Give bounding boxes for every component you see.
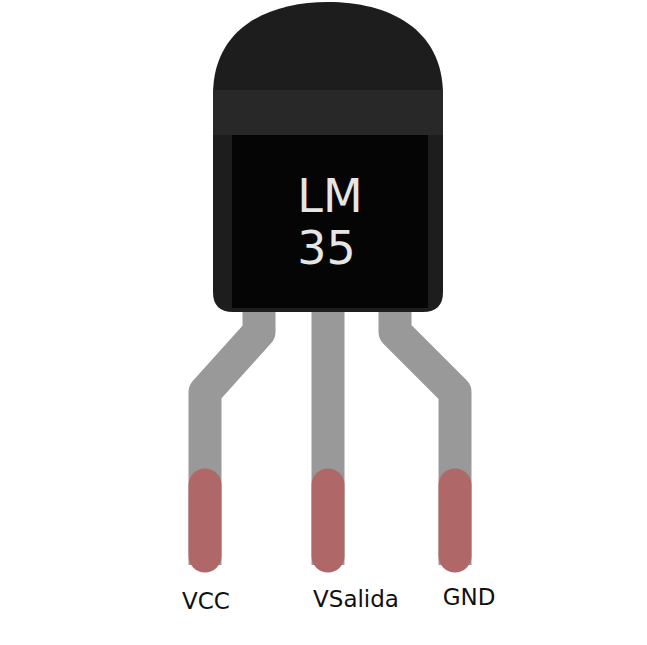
pin-tip (439, 485, 472, 556)
pin-name: GND (443, 583, 496, 611)
package-face (232, 135, 428, 308)
package-body (213, 2, 443, 312)
pin-tips (205, 485, 455, 556)
pin-tip (189, 485, 222, 556)
pins (205, 300, 455, 565)
part-number: LM 35 (297, 170, 362, 274)
chip-face: LM 35 (232, 135, 428, 308)
pin-name: VSalida (313, 585, 399, 613)
pin-leg (312, 300, 345, 565)
pin-leg (395, 300, 455, 565)
package-band (213, 90, 443, 135)
pin-name: VCC (182, 587, 230, 615)
pin-leg (205, 300, 259, 565)
pin-tip (312, 485, 345, 556)
